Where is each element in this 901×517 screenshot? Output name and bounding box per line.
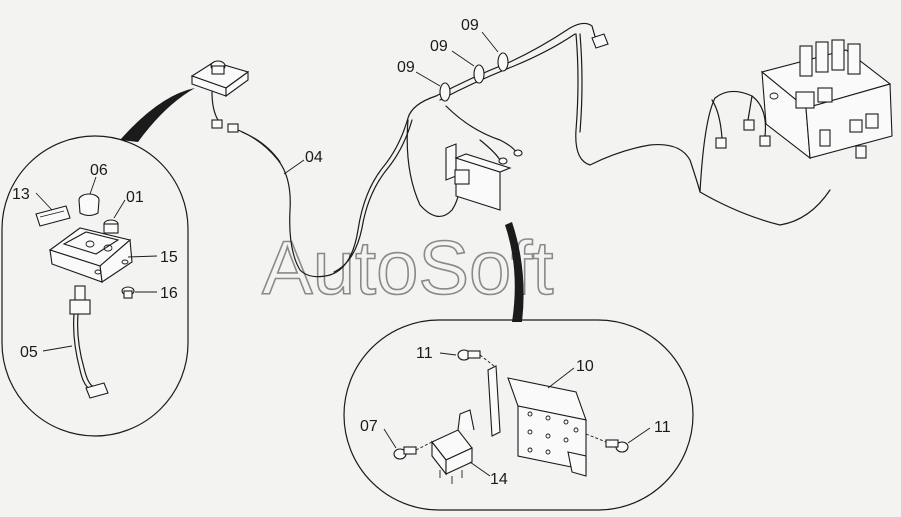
left-detail-ellipse (1, 135, 189, 437)
screw-16 (121, 286, 135, 299)
label-16: 16 (160, 285, 178, 302)
relay-14 (431, 409, 475, 484)
right-detail-callout: 11 10 07 11 14 (343, 222, 694, 511)
top-switch-assembly (190, 60, 331, 278)
label-06: 06 (90, 162, 108, 179)
label-09-a: 09 (397, 59, 415, 76)
screw-07 (393, 446, 417, 460)
label-plate-13 (35, 205, 71, 227)
label-11-top: 11 (416, 345, 433, 362)
label-09-b: 09 (430, 38, 448, 55)
watermark: AutoSoft (262, 226, 554, 311)
clamp-09-a (439, 82, 451, 102)
right-detail-ellipse (343, 319, 694, 511)
wire-05 (69, 285, 109, 399)
label-05: 05 (20, 344, 38, 361)
harness-end-connector (591, 33, 609, 49)
left-detail-callout: 13 06 01 15 16 05 (1, 88, 195, 437)
bracket-plate-10 (487, 365, 587, 477)
right-callout-pointer (505, 222, 524, 322)
label-07: 07 (360, 418, 378, 435)
clamp-09-c (497, 52, 509, 72)
center-bracket (445, 143, 512, 211)
knob-06 (78, 193, 100, 217)
screw-11-right (605, 439, 629, 453)
screw-11-top (457, 349, 481, 361)
label-01: 01 (126, 189, 144, 206)
left-callout-pointer (120, 88, 195, 142)
label-13: 13 (12, 186, 30, 203)
main-harness-04: 09 09 09 04 (283, 17, 831, 276)
plug-connector (85, 382, 109, 399)
label-14: 14 (490, 471, 508, 488)
control-valve-block (699, 39, 893, 193)
label-09-c: 09 (461, 17, 479, 34)
clamp-09-b (473, 64, 485, 84)
switch-bracket-15 (48, 227, 133, 283)
part-01 (103, 219, 119, 234)
label-10: 10 (576, 358, 594, 375)
label-11-right: 11 (654, 419, 671, 436)
label-15: 15 (160, 249, 178, 266)
label-04: 04 (305, 149, 323, 166)
